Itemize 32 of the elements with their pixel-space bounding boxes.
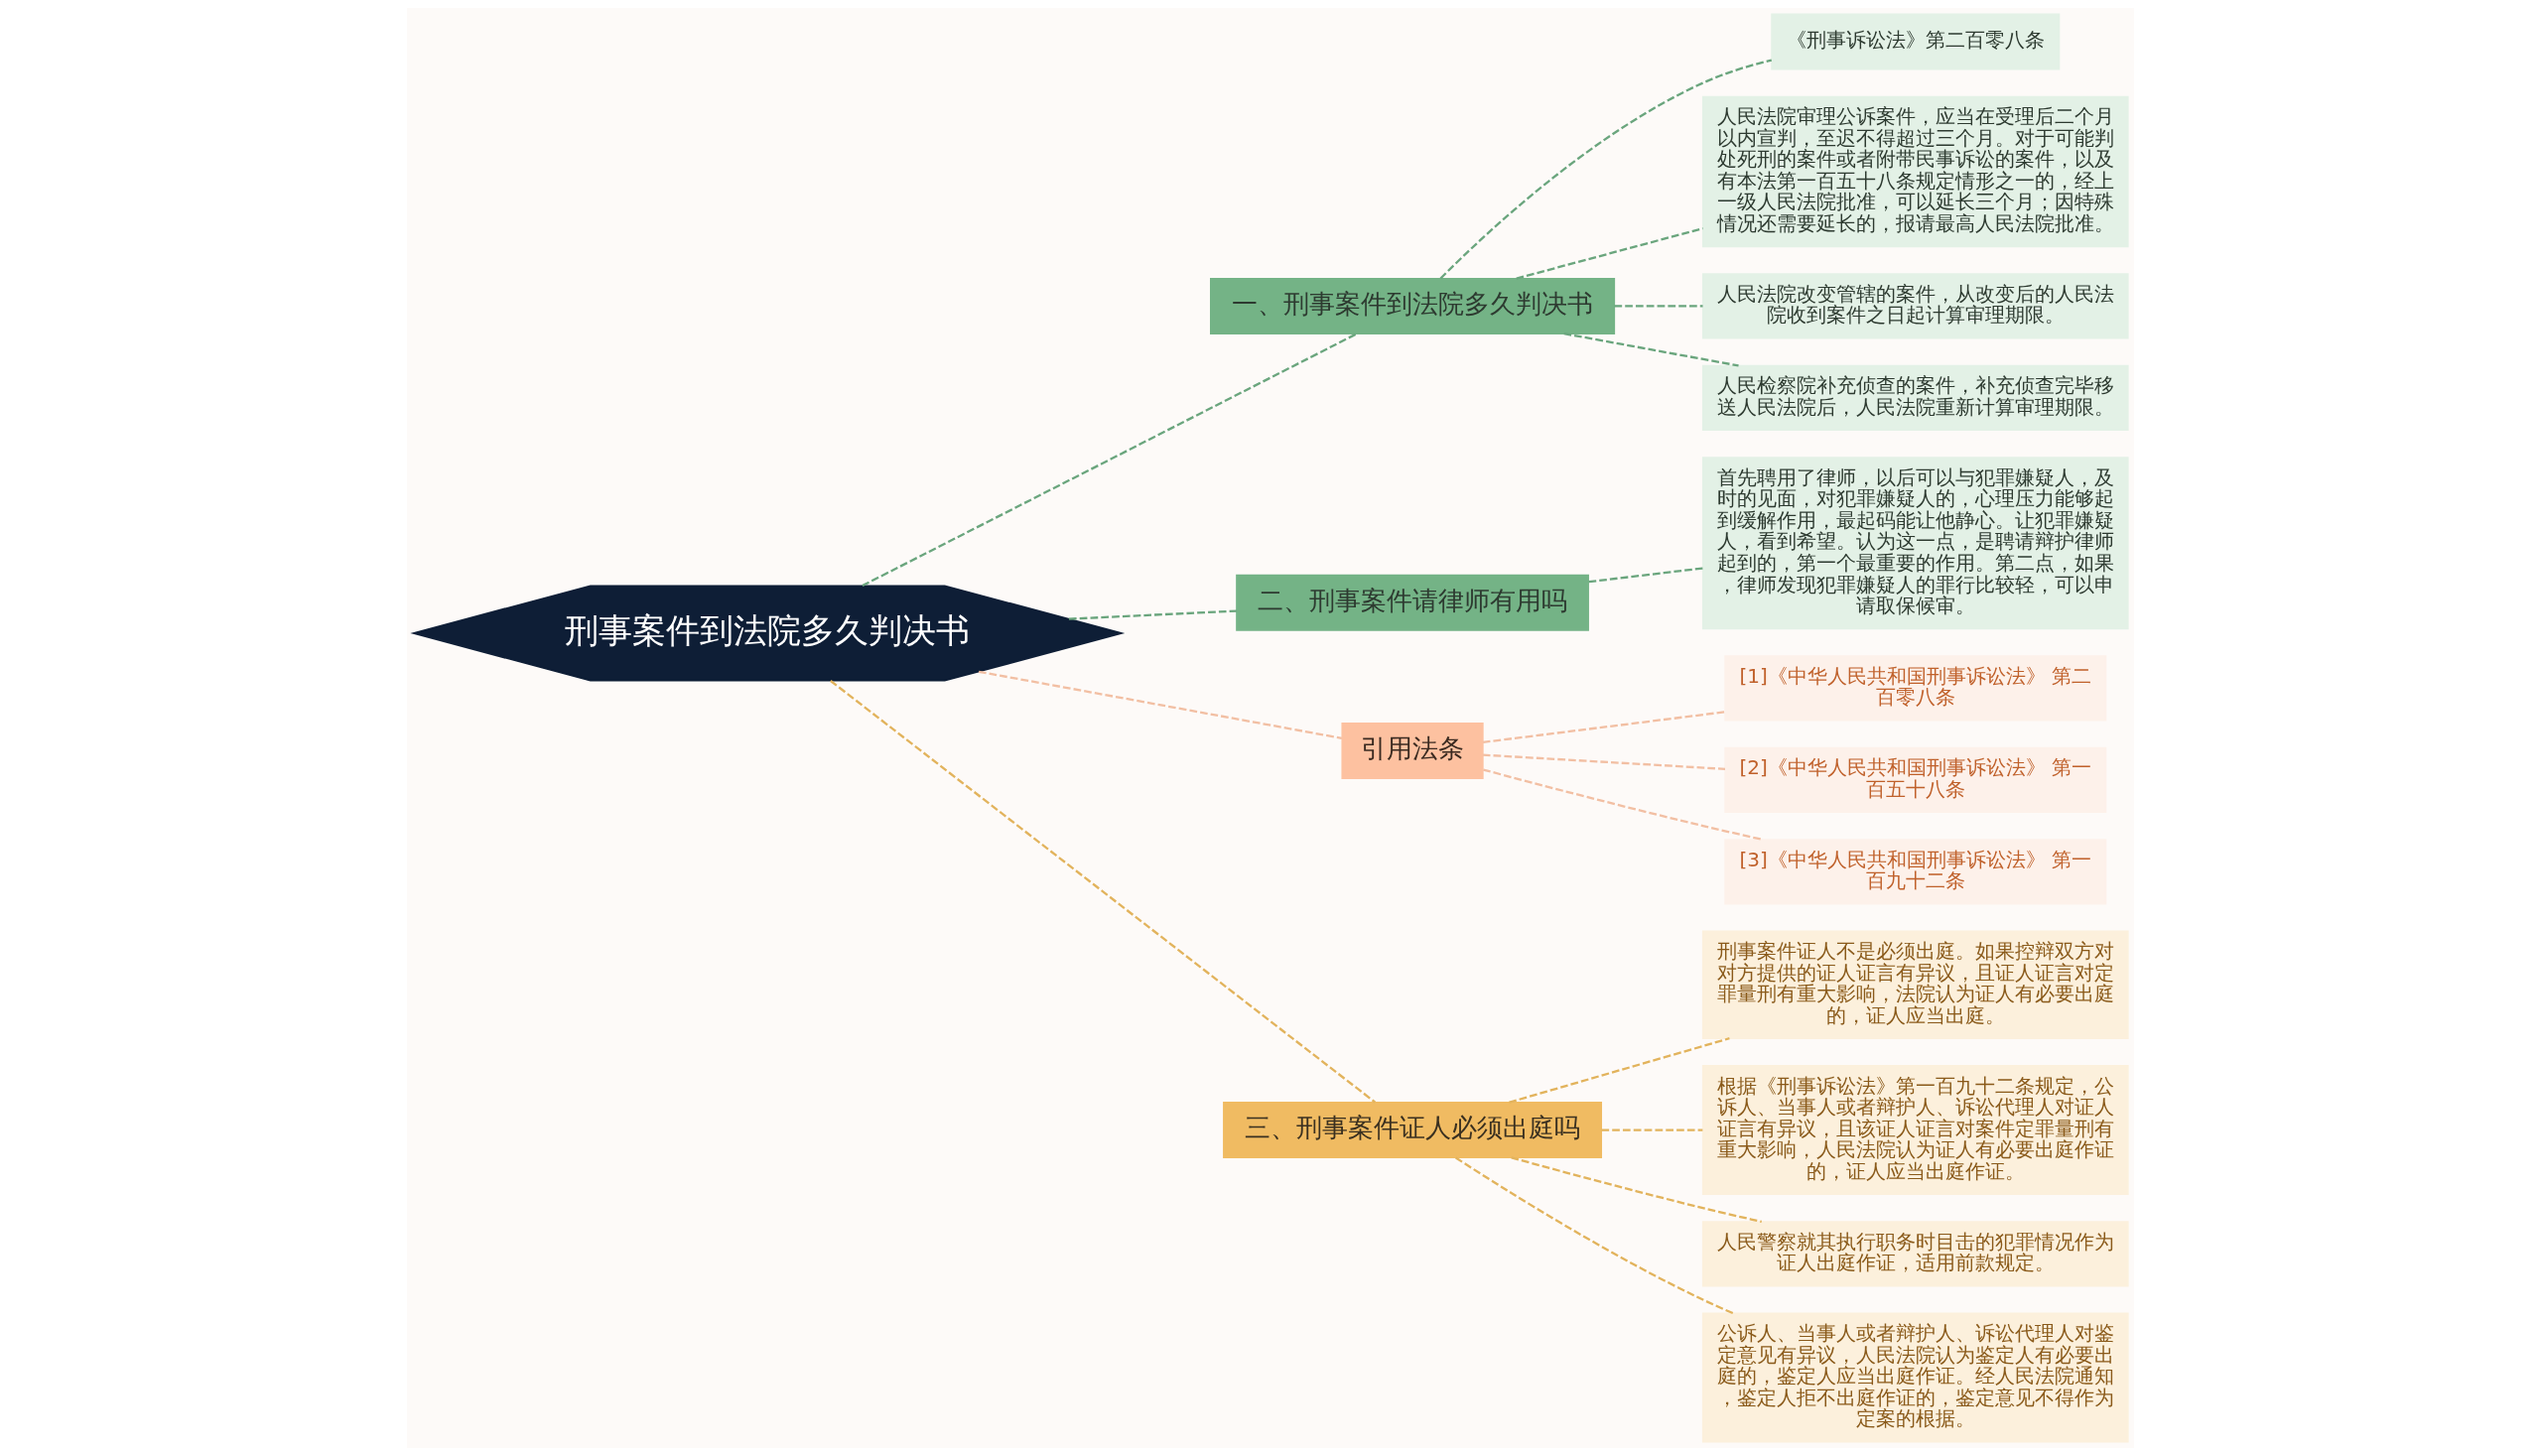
connector — [1068, 609, 1237, 620]
node-box: [2]《中华人民共和国刑事诉讼法》 第一百五十八条 — [1724, 746, 2107, 813]
node-box: 一、刑事案件到法院多久判决书 — [1210, 277, 1616, 334]
node-box: 人民法院改变管辖的案件，从改变后的人民法院收到案件之日起计算审理期限。 — [1701, 273, 2129, 339]
node-box: 根据《刑事诉讼法》第一百九十二条规定，公诉人、当事人或者辩护人、诉讼代理人对证人证言有异议，且该证人证言对案件定罪量刑有重大影响，人民法院认为证人有必要出庭作证的，证人应当出庭作证。 — [1701, 1065, 2129, 1195]
connector — [862, 332, 1358, 588]
connector — [1563, 332, 1739, 367]
node-box: [3]《中华人民共和国刑事诉讼法》 第一百九十二条 — [1724, 839, 2107, 905]
connector — [1439, 59, 1773, 280]
node-box: 《刑事诉讼法》第二百零八条 — [1771, 13, 2061, 70]
connector — [1601, 1128, 1703, 1131]
node-box: 人民检察院补充侦查的案件，补充侦查完毕移送人民法院后，人民法院重新计算审理期限。 — [1701, 364, 2129, 431]
node-box: 公诉人、当事人或者辩护人、诉讼代理人对鉴定意见有异议，人民法院认为鉴定人有必要出庭的，鉴定人应当出庭作证。经人民法院通知，鉴定人拒不出庭作证的，鉴定意见不得作为定案的根据。 — [1701, 1312, 2129, 1443]
node-box: 首先聘用了律师，以后可以与犯罪嫌疑人，及时的见面，对犯罪嫌疑人的，心理压力能够起到缓解作用，最起码能让他静心。让犯罪嫌疑人，看到希望。认为这一点，是聘请辩护律师起到的，第一个最重要的作用。第二点，如果，律师发现犯罪嫌疑人的罪行比较轻，可以申请取保候审。 — [1701, 457, 2129, 630]
node-box: 人民警察就其执行职务时目击的犯罪情况作为证人出庭作证，适用前款规定。 — [1701, 1221, 2129, 1287]
connector — [1509, 1037, 1730, 1104]
connector — [1614, 305, 1703, 308]
connector — [1482, 711, 1726, 744]
connector — [978, 670, 1343, 739]
node-box: 人民法院审理公诉案件，应当在受理后二个月以内宣判，至迟不得超过三个月。对于可能判处死刑的案件或者附带民事诉讼的案件，以及有本法第一百五十八条规定情形之一的，经上一级人民法院批准，可以延长三个月；因特殊情况还需要延长的，报请最高人民法院批准。 — [1701, 95, 2129, 248]
connector — [1455, 1156, 1734, 1315]
node-box: 二、刑事案件请律师有用吗 — [1236, 574, 1589, 631]
connector — [1516, 227, 1703, 280]
node-box: 三、刑事案件证人必须出庭吗 — [1223, 1102, 1603, 1159]
connector — [1483, 768, 1763, 841]
connector — [830, 680, 1376, 1104]
node-box: 引用法条 — [1341, 723, 1484, 780]
connector — [1511, 1156, 1763, 1224]
connector — [1588, 567, 1703, 584]
node-box: 刑事案件证人不是必须出庭。如果控辩双方对对方提供的证人证言有异议，且证人证言对定罪量刑有重大影响，法院认为证人有必要出庭的，证人应当出庭。 — [1701, 930, 2129, 1039]
connector — [1483, 753, 1726, 770]
node-box: [1]《中华人民共和国刑事诉讼法》 第二百零八条 — [1724, 655, 2107, 722]
